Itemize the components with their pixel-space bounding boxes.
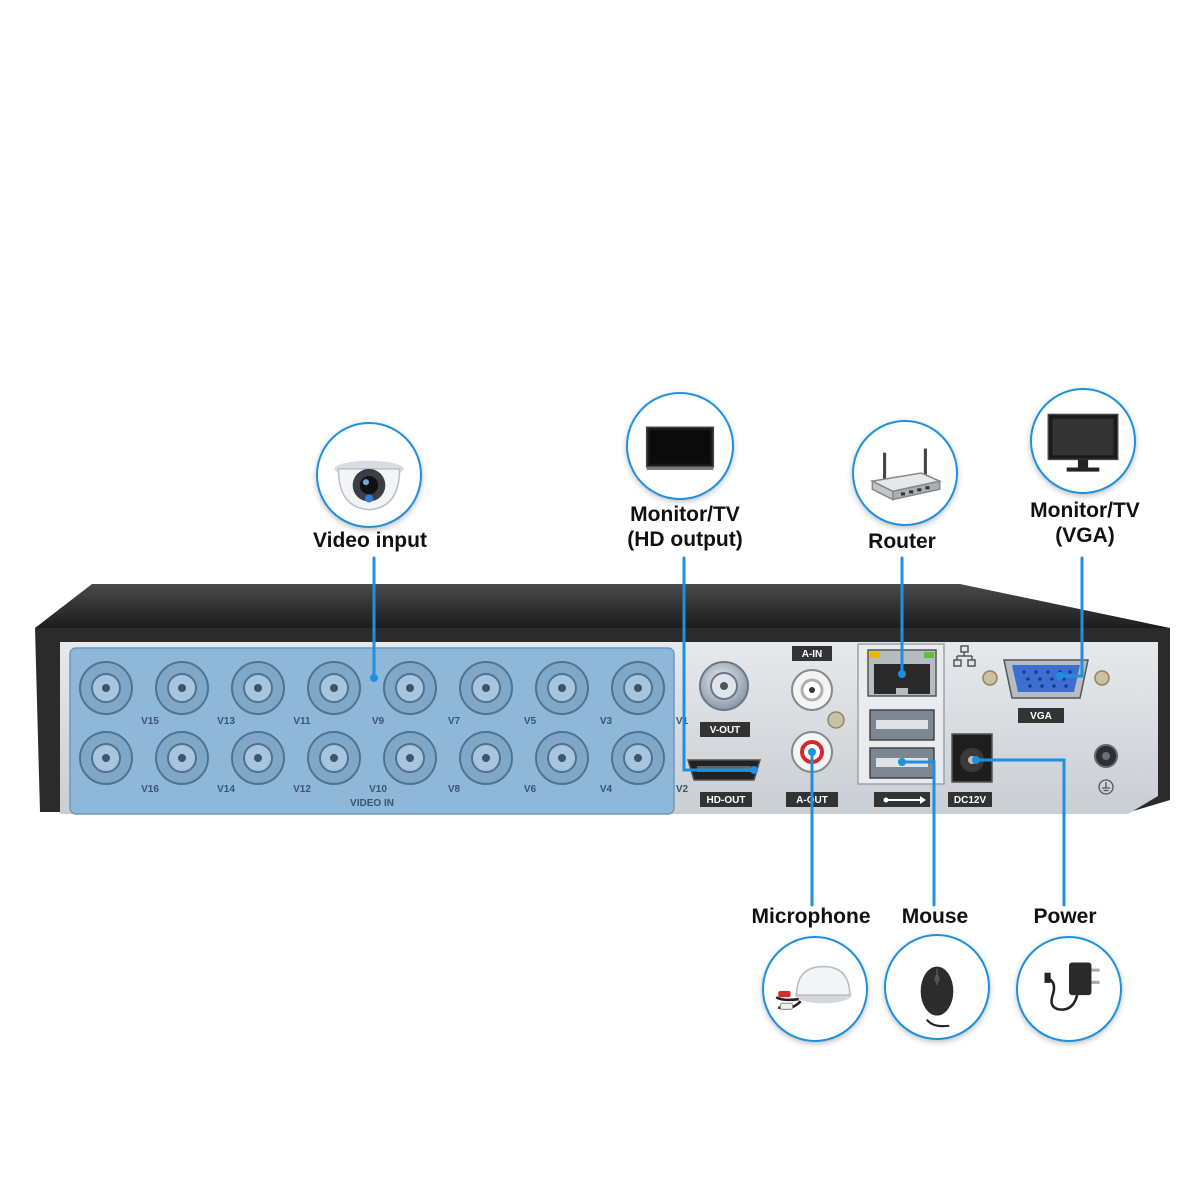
channel-label: V16 [141,784,159,795]
power-line [974,758,1066,907]
hd-output-label-line2: (HD output) [627,528,743,551]
callout-lines [372,556,1084,907]
vga-label-line2: (VGA) [1055,524,1115,547]
channel-label: V15 [141,716,159,727]
microphone-icon [762,936,868,1042]
channel-label: V14 [217,784,235,795]
router-label: Router [868,530,936,553]
channel-label: V9 [372,716,385,727]
bnc-input-v14: V14 [155,731,235,795]
bnc-input-v6: V6 [459,731,537,795]
dc-power-port: DC12V [948,733,993,807]
hd-output-label-line1: Monitor/TV [630,503,740,526]
mouse-label: Mouse [901,905,969,928]
dome-camera-icon [316,422,422,528]
svg-text:VGA: VGA [1030,711,1052,722]
chassis-top [35,584,1170,628]
channel-label: V1 [676,716,689,727]
v-out-port: V-OUT [699,661,750,737]
video-input-label: Video input [313,529,427,552]
bnc-input-v13: V13 [155,661,235,727]
ground-screw [1094,744,1118,795]
svg-text:A-IN: A-IN [802,649,823,660]
mouse-line [900,760,936,907]
bnc-input-v7: V7 [383,661,461,727]
channel-label: V6 [524,784,537,795]
bnc-input-v12: V12 [231,731,311,795]
mouse-icon [884,934,990,1040]
router-icon [852,420,958,526]
channel-label: V13 [217,716,235,727]
video-in-panel [69,647,675,815]
svg-text:HD-OUT: HD-OUT [707,795,746,806]
hd-output-line [682,556,756,772]
video-in-label: VIDEO IN [350,798,394,809]
bnc-input-v16: V16 [79,731,159,795]
power-adapter-icon [1016,936,1122,1042]
vga-port: VGA [982,659,1110,723]
tv-icon [626,392,734,500]
bnc-input-v3: V3 [535,661,613,727]
bnc-input-v4: V4 [535,731,613,795]
channel-label: V10 [369,784,387,795]
channel-label: V2 [676,784,689,795]
microphone-label: Microphone [751,905,871,928]
channel-label: V5 [524,716,537,727]
channel-label: V8 [448,784,461,795]
vga-label-line1: Monitor/TV [1030,499,1140,522]
bnc-input-v8: V8 [383,731,461,795]
svg-text:V-OUT: V-OUT [710,725,741,736]
bnc-input-v11: V11 [231,661,311,727]
vga-line [1058,556,1084,678]
usb-symbol-label [874,792,930,807]
bnc-input-v9: V9 [307,661,385,727]
bnc-input-v5: V5 [459,661,537,727]
channel-label: V7 [448,716,461,727]
channel-label: V11 [293,716,311,727]
power-label: Power [1033,905,1097,928]
bnc-input-v1: V1 [611,661,689,727]
svg-text:DC12V: DC12V [954,795,987,806]
bnc-input-v15: V15 [79,661,159,727]
channel-label: V4 [600,784,613,795]
channel-label: V3 [600,716,613,727]
network-icon [953,645,976,667]
bnc-input-v10: V10 [307,731,387,795]
bnc-input-v2: V2 [611,731,689,795]
channel-label: V12 [293,784,311,795]
monitor-icon [1030,388,1136,494]
a-in-port: A-IN [791,646,833,711]
